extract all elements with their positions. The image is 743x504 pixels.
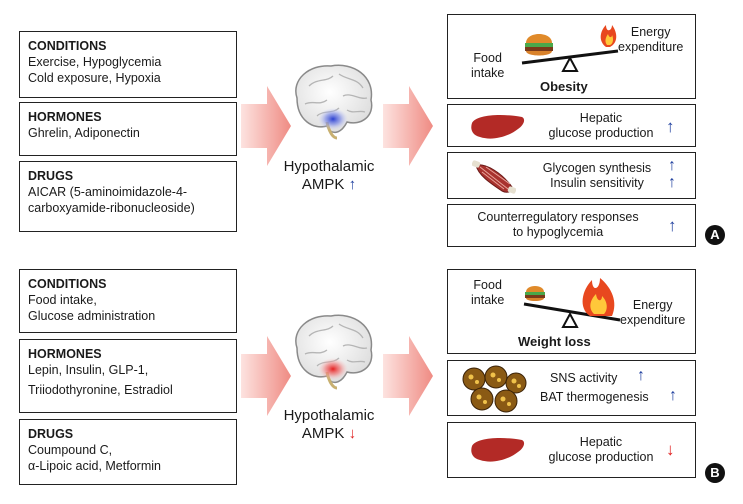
sns-activity-text: SNS activity — [550, 371, 618, 385]
brain-icon-b — [295, 314, 373, 390]
hormones-line-1: Ghrelin, Adiponectin — [28, 126, 140, 140]
hypothalamus-red-glow — [318, 358, 348, 380]
obesity-title: Obesity — [540, 79, 588, 94]
hypothalamic-ampk-label-a: Hypothalamic AMPK ↑ — [269, 158, 389, 194]
hepatic-glucose-box-a: Hepatic glucose production ↑ — [447, 104, 696, 147]
conditions-box-b: CONDITIONS Food intake, Glucose administ… — [19, 269, 237, 333]
flame-icon — [600, 25, 617, 47]
seesaw-icon — [521, 25, 619, 72]
hormones-heading-b: HORMONES — [28, 347, 102, 361]
energy-expenditure-b-line1: Energy — [632, 298, 673, 312]
big-flame-icon — [582, 278, 615, 316]
food-intake-b-line1: Food — [473, 278, 502, 292]
panel-a-badge: A — [705, 225, 725, 245]
hormones-b-line-2: Triiodothyronine, Estradiol — [28, 383, 173, 397]
panel-b-badge: B — [705, 463, 725, 483]
drugs-line-2: carboxyamide-ribonucleoside) — [28, 201, 195, 215]
hormones-box: HORMONES Ghrelin, Adiponectin — [19, 102, 237, 156]
input-arrow — [241, 86, 291, 166]
obesity-box: Food intake Energy expenditure Obesity — [447, 14, 696, 99]
food-intake-b-line2: intake — [471, 293, 505, 307]
hypothalamic-ampk-label-b: Hypothalamic AMPK ↓ — [269, 407, 389, 443]
hepatic-down-arrow-icon: ↓ — [666, 440, 675, 459]
hepatic-line2: glucose production — [548, 126, 654, 140]
energy-expenditure-label-line1: Energy — [630, 25, 671, 39]
conditions-b-line-2: Glucose administration — [28, 309, 156, 323]
counterregulatory-box: Counterregulatory responses to hypoglyce… — [447, 204, 696, 247]
muscle-icon — [472, 160, 516, 194]
energy-expenditure-b-line2: expenditure — [620, 313, 686, 327]
brain-icon — [295, 64, 373, 140]
hepatic-b-line2: glucose production — [548, 450, 654, 464]
output-arrow — [383, 86, 433, 166]
bat-thermogenesis-text: BAT thermogenesis — [540, 390, 649, 404]
counterregulatory-line1: Counterregulatory responses — [477, 210, 639, 224]
panel-b: CONDITIONS Food intake, Glucose administ… — [0, 252, 743, 504]
hormones-b-line-1: Lepin, Insulin, GLP-1, — [28, 363, 149, 377]
hepatic-up-arrow-icon: ↑ — [666, 117, 675, 136]
sns-up-arrow-icon: ↑ — [637, 367, 645, 384]
weight-loss-title: Weight loss — [518, 334, 591, 349]
burger-icon-b — [525, 286, 545, 301]
liver-icon-b — [471, 438, 525, 462]
ampk-text: AMPK — [301, 176, 345, 193]
drugs-b-line-1: Coumpound C, — [28, 443, 113, 457]
conditions-heading: CONDITIONS — [28, 39, 107, 53]
ampk-up-arrow-icon: ↑ — [348, 176, 357, 193]
conditions-b-line-1: Food intake, — [28, 293, 97, 307]
bat-up-arrow-icon: ↑ — [669, 387, 677, 404]
brown-fat-cells-icon — [462, 365, 527, 413]
input-arrow-b — [241, 336, 291, 416]
food-intake-label-line1: Food — [473, 51, 502, 65]
hypothalamus-blue-glow — [318, 108, 348, 130]
food-intake-label-line2: intake — [471, 66, 505, 80]
hepatic-glucose-box-b: Hepatic glucose production ↓ — [447, 422, 696, 478]
weight-loss-box: Food intake Energy expenditure Weight lo… — [447, 269, 696, 354]
drugs-box: DRUGS AICAR (5-aminoimidazole-4- carboxy… — [19, 161, 237, 232]
hormones-heading: HORMONES — [28, 110, 102, 124]
seesaw-icon-b — [523, 278, 621, 328]
muscle-box: Glycogen synthesis Insulin sensitivity ↑… — [447, 152, 696, 199]
conditions-line-2: Cold exposure, Hypoxia — [28, 71, 161, 85]
bat-box: SNS activity BAT thermogenesis ↑ ↑ — [447, 360, 696, 416]
conditions-line-1: Exercise, Hypoglycemia — [28, 55, 162, 69]
burger-icon — [525, 34, 553, 56]
hepatic-b-line1: Hepatic — [579, 435, 623, 449]
drugs-line-1: AICAR (5-aminoimidazole-4- — [28, 185, 188, 199]
drugs-b-line-2: α-Lipoic acid, Metformin — [28, 459, 161, 473]
conditions-box: CONDITIONS Exercise, Hypoglycemia Cold e… — [19, 31, 237, 98]
energy-expenditure-label-line2: expenditure — [618, 40, 684, 54]
glycogen-synthesis-text: Glycogen synthesis — [542, 161, 652, 175]
conditions-heading-b: CONDITIONS — [28, 277, 107, 291]
drugs-heading-b: DRUGS — [28, 427, 74, 441]
hypothalamic-text-b: Hypothalamic — [283, 407, 375, 424]
output-arrow-b — [383, 336, 433, 416]
insulin-up-arrow-icon: ↑ — [668, 174, 676, 191]
ampk-text-b: AMPK — [301, 425, 345, 442]
drugs-heading: DRUGS — [28, 169, 74, 183]
panel-a: CONDITIONS Exercise, Hypoglycemia Cold e… — [19, 14, 725, 247]
liver-icon — [471, 115, 525, 139]
counterregulatory-line2: to hypoglycemia — [512, 225, 604, 239]
hormones-box-b: HORMONES Lepin, Insulin, GLP-1, Triiodot… — [19, 339, 237, 413]
drugs-box-b: DRUGS Coumpound C, α-Lipoic acid, Metfor… — [19, 419, 237, 485]
hepatic-line1: Hepatic — [579, 111, 623, 125]
hypothalamic-text: Hypothalamic — [283, 158, 375, 175]
insulin-sensitivity-text: Insulin sensitivity — [550, 176, 644, 190]
glycogen-up-arrow-icon: ↑ — [668, 157, 676, 174]
ampk-down-arrow-icon: ↓ — [348, 425, 357, 442]
counterregulatory-up-arrow-icon: ↑ — [668, 216, 677, 235]
